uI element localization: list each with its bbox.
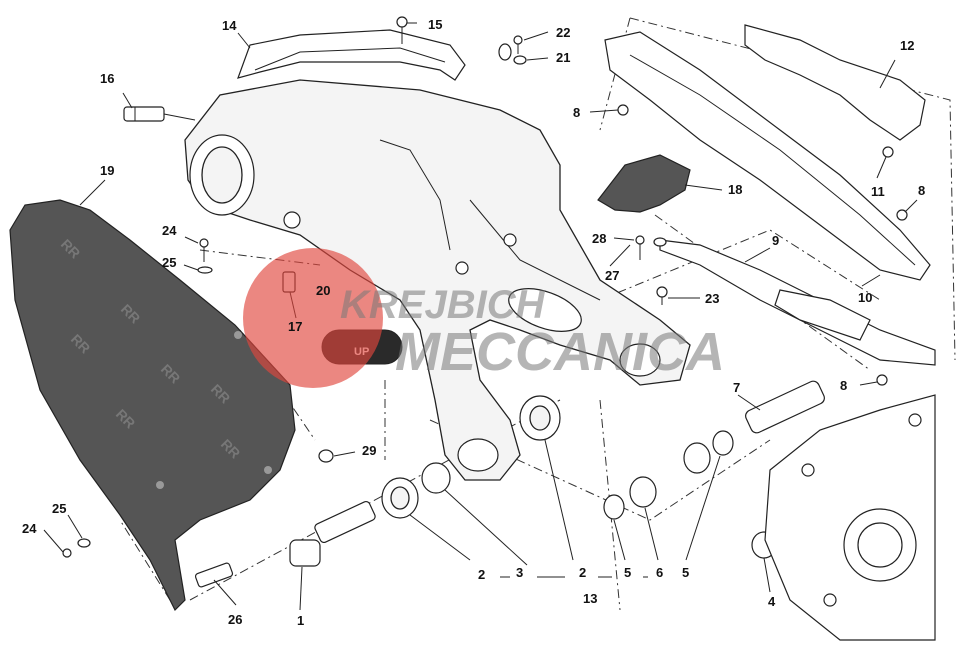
label-6: 6: [656, 565, 663, 580]
label-24-upper: 24: [162, 223, 177, 238]
label-9: 9: [772, 233, 779, 248]
watermark-line1: KREJBICH: [340, 283, 546, 327]
label-2-left: 2: [478, 567, 485, 582]
chain-slider-18-part: [597, 154, 691, 213]
leader-lines: [43, 22, 918, 611]
label-11: 11: [871, 184, 885, 199]
label-13: 13: [583, 591, 597, 606]
bracket-9-part: [659, 239, 936, 366]
label-3: 3: [516, 565, 523, 580]
label-23: 23: [705, 291, 719, 306]
watermark-line2: MECCANICA: [395, 322, 725, 382]
label-17: 17: [288, 319, 302, 334]
label-27: 27: [605, 268, 619, 283]
label-22: 22: [556, 25, 570, 40]
label-5-right: 5: [682, 565, 689, 580]
chain-guard-10-part: [604, 31, 931, 281]
engine-case-part: [764, 394, 936, 641]
krejbich-meccanica-watermark: KREJBICH MECCANICA: [243, 248, 725, 388]
pivot-components: [194, 380, 825, 588]
label-4: 4: [768, 594, 776, 609]
label-19: 19: [100, 163, 114, 178]
label-29: 29: [362, 443, 376, 458]
label-8-lower: 8: [840, 378, 847, 393]
label-28: 28: [592, 231, 606, 246]
label-12: 12: [900, 38, 914, 53]
label-24-lower: 24: [22, 521, 37, 536]
chain-guard-12-part: [744, 24, 926, 141]
top-chain-cover-part: [237, 29, 466, 81]
label-7: 7: [733, 380, 740, 395]
label-10: 10: [858, 290, 872, 305]
label-18: 18: [728, 182, 742, 197]
label-26: 26: [228, 612, 242, 627]
label-8-top: 8: [573, 105, 580, 120]
label-25-lower: 25: [52, 501, 66, 516]
swingarm-part: [184, 79, 691, 481]
label-20: 20: [316, 283, 330, 298]
label-5-left: 5: [624, 565, 631, 580]
label-25-upper: 25: [162, 255, 176, 270]
bolt-16-part: [123, 106, 196, 122]
rear-mudguard-19-part: RR RR RR RR RR RR RR: [9, 199, 296, 612]
label-2-right: 2: [579, 565, 586, 580]
label-14: 14: [222, 18, 237, 33]
part-number-labels: 14 15 22 21 12 16 8 19 11 8 18 24 25 28 …: [22, 17, 925, 628]
label-15: 15: [428, 17, 442, 32]
watermark-circle: [243, 248, 383, 388]
label-21: 21: [556, 50, 570, 65]
label-1: 1: [297, 613, 304, 628]
label-8-right: 8: [918, 183, 925, 198]
label-16: 16: [100, 71, 114, 86]
